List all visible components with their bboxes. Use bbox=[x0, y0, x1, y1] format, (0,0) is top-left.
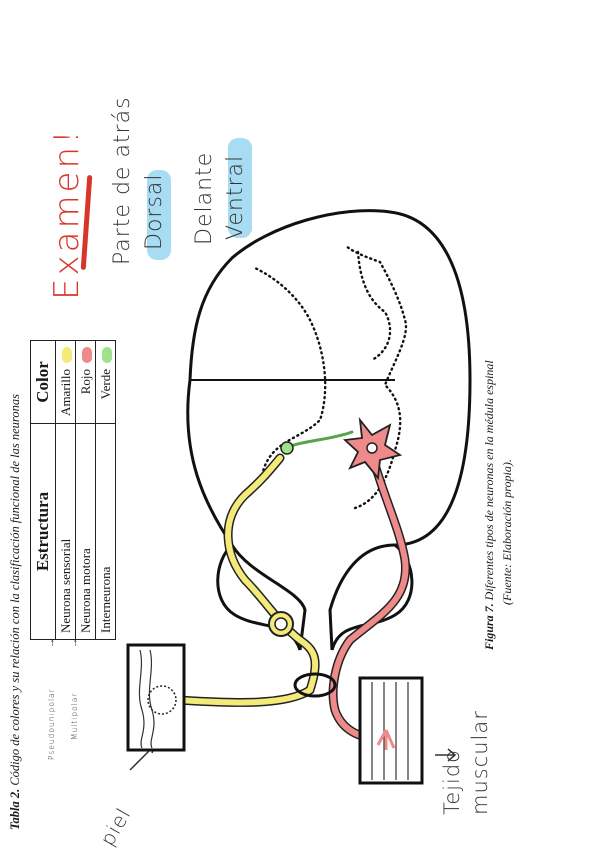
spinal-cord-outline bbox=[186, 209, 472, 651]
skin-layer bbox=[138, 649, 145, 749]
sensory-receptor bbox=[147, 685, 177, 715]
muscle-box bbox=[358, 676, 424, 785]
motor-nucleus bbox=[366, 442, 378, 454]
dorsal-highlight bbox=[147, 170, 171, 260]
motor-neuron-fill bbox=[330, 452, 409, 743]
tejido-arrowhead bbox=[447, 748, 457, 762]
sensory-neuron-fill bbox=[167, 455, 319, 706]
ventral-highlight bbox=[228, 138, 252, 238]
spinal-nerve-ring bbox=[293, 672, 337, 698]
grey-matter-dorsal-horn bbox=[356, 250, 392, 362]
skin-box bbox=[126, 643, 186, 752]
motor-end-plate bbox=[376, 729, 396, 750]
grey-matter-right bbox=[343, 243, 408, 510]
sensory-nucleus bbox=[274, 617, 288, 631]
interneuron bbox=[283, 430, 354, 450]
interneuron-body bbox=[280, 441, 294, 455]
